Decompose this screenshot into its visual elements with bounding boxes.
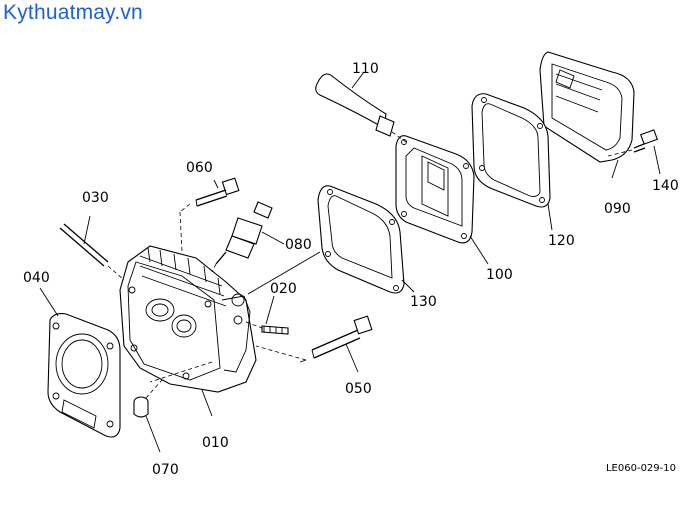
label-130: 130 [410,294,437,310]
label-040: 040 [23,270,50,286]
part-gasket-130 [317,185,415,294]
label-080: 080 [285,237,312,253]
part-dowel-070 [133,379,163,453]
part-bolt-060 [179,177,240,253]
part-breather-hose-110 [315,71,407,143]
label-030: 030 [82,190,109,206]
label-050: 050 [345,381,372,397]
part-gasket-120 [471,93,553,231]
label-140: 140 [652,178,679,194]
part-stud-030 [59,215,125,281]
part-rocker-cover [539,51,635,179]
part-bolt-140 [607,129,661,175]
part-head-gasket-040 [39,287,121,438]
label-100: 100 [486,267,513,283]
label-090: 090 [604,201,631,217]
drawing-code: LE060-029-10 [605,463,676,474]
label-110: 110 [352,61,379,77]
label-120: 120 [548,233,575,249]
part-bolt-050 [255,315,373,373]
part-stud-020 [245,295,289,335]
part-spark-plug-080 [211,201,285,273]
label-010: 010 [202,435,229,451]
part-cylinder-head-010 [119,245,257,417]
watermark-text: Kythuatmay.vn [3,1,143,24]
part-breather-plate-100 [395,135,489,265]
label-020: 020 [270,281,297,297]
label-070: 070 [152,462,179,478]
label-060: 060 [186,160,213,176]
